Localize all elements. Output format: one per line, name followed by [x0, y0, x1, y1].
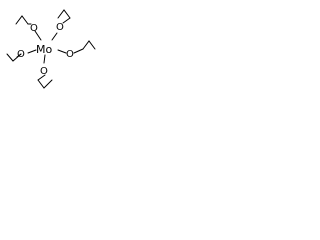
oxygen-label-top: O [56, 22, 64, 33]
oxygen-label-left: O [17, 49, 25, 60]
oxygen-label-right: O [66, 49, 74, 60]
ethyl-chain-bottom [37, 79, 53, 89]
ethyl-chain-upper-left [15, 15, 29, 25]
ethyl-chain-right [82, 40, 96, 50]
o-c-bond-bottom [37, 74, 46, 81]
ethyl-chain-top [57, 9, 71, 19]
mo-o-bond-bottom [43, 54, 46, 64]
mo-o-bond-left [27, 49, 37, 54]
mo-o-bond-upper-right [51, 32, 58, 41]
o-c-bond-right [73, 48, 84, 54]
molybdenum-label: Mo [36, 43, 52, 56]
mo-o-bond-right [57, 49, 67, 54]
o-c-bond-top [62, 17, 71, 24]
chemical-structure-canvas: O O O O O Mo [0, 0, 104, 98]
molybdenum-pentaethoxide-structure: O O O O O Mo [6, 9, 96, 89]
oxygen-label-bottom: O [40, 66, 48, 77]
oxygen-label-upper-left: O [30, 23, 38, 34]
mo-o-bond-upper-left [34, 30, 42, 41]
o-c-bond-left [16, 53, 22, 58]
